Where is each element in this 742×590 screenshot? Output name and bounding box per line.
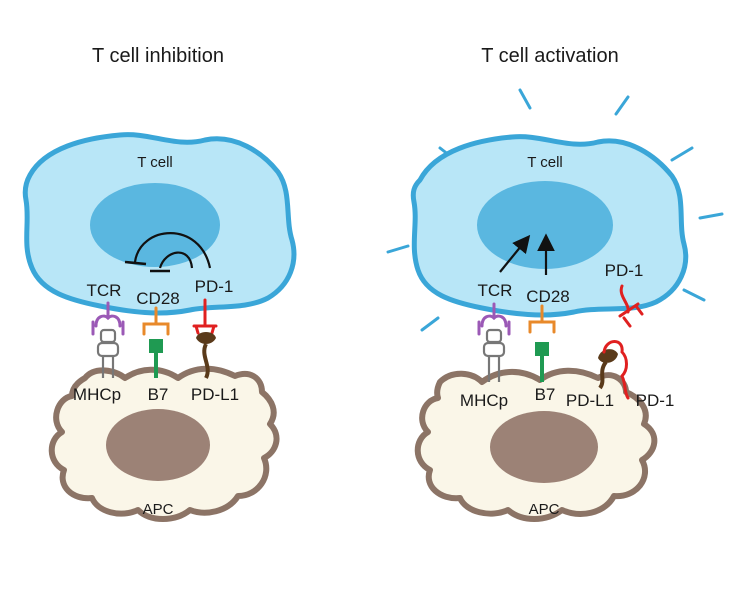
activation-arrow-tcr [499,234,531,273]
tcr-receptor-left [91,301,125,336]
pd1-label-left: PD-1 [195,277,234,296]
mhcp-molecule-left [96,328,120,378]
pd1-label-right-bound: PD-1 [636,391,675,410]
b7-label-left: B7 [148,385,169,404]
apc-nucleus-right [490,411,598,483]
pd1-receptor-right-cell [618,284,644,328]
pd1-bound-right [602,340,630,400]
inhibition-arc-inner [158,251,194,269]
inhibition-bar-outer [124,260,147,266]
t-cell-nucleus-right [477,181,613,269]
b7-label-right: B7 [535,385,556,404]
mhcp-molecule-right [482,328,506,382]
tcr-receptor-right [477,302,511,336]
apc-label-left: APC [143,501,174,518]
pdl1-ligand-left [196,332,216,379]
tcr-label-left: TCR [87,281,122,300]
mhcp-label-right: MHCp [460,391,508,410]
cd28-receptor-right [528,304,556,334]
apc-nucleus-left [106,409,210,481]
t-cell-label-left: T cell [137,154,173,171]
tcr-label-right: TCR [478,281,513,300]
b7-ligand-right [535,342,549,382]
cd28-receptor-left [142,306,170,336]
apc-label-right: APC [529,501,560,518]
mhcp-label-left: MHCp [73,385,121,404]
panel-activation: T cell activation APC T cell [386,45,724,522]
pd1-label-right-cell: PD-1 [605,261,644,280]
pd1-receptor-left [192,298,218,335]
t-cell-label-right: T cell [527,154,563,171]
pdl1-label-right: PD-L1 [566,391,614,410]
b7-ligand-left [149,339,163,378]
pdl1-label-left: PD-L1 [191,385,239,404]
activation-rays [386,88,724,332]
cd28-label-left: CD28 [136,289,179,308]
inhibition-arc-outer [133,232,212,269]
panel-title-inhibition: T cell inhibition [92,45,224,67]
panel-inhibition: T cell inhibition APC T cell TCR CD28 PD… [22,45,297,522]
t-cell-nucleus-left [90,183,220,267]
cd28-label-right: CD28 [526,287,569,306]
panel-title-activation: T cell activation [481,45,618,67]
